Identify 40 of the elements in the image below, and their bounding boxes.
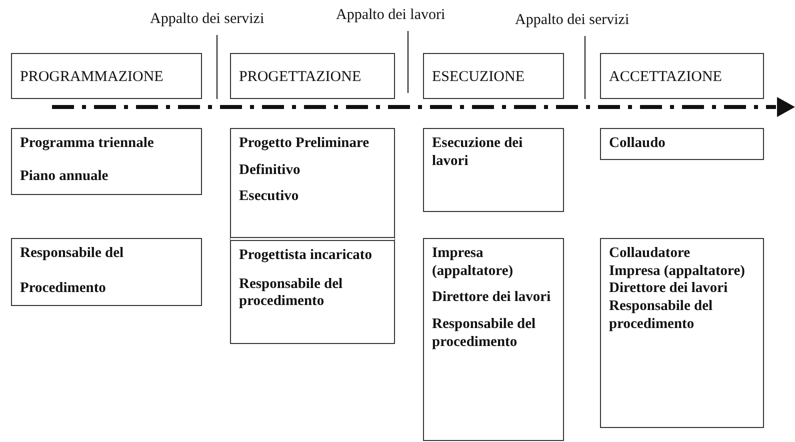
phase-title: ACCETTAZIONE xyxy=(609,68,723,86)
phase-box xyxy=(11,53,202,99)
entry-text: Progettista incaricato xyxy=(239,247,374,265)
entry-text: Collaudo xyxy=(609,135,666,153)
activity-box xyxy=(423,128,564,212)
entry-text: Responsabile del procedimento xyxy=(432,316,537,352)
role-box xyxy=(230,240,395,344)
phase-box xyxy=(600,53,764,99)
role-box xyxy=(423,238,564,441)
milestone-label: Appalto dei servizi xyxy=(515,11,630,29)
role-box xyxy=(600,238,764,428)
entry-text: Programma triennale xyxy=(20,135,155,153)
activity-box xyxy=(230,128,395,241)
phase-title: PROGETTAZIONE xyxy=(239,68,362,86)
entry-text: Responsabile del xyxy=(20,245,125,263)
entry-text: Esecutivo xyxy=(239,188,300,206)
leader-line xyxy=(216,35,218,99)
phase-box xyxy=(423,53,564,99)
activity-box xyxy=(11,128,202,195)
entry-text: Progetto Preliminare xyxy=(239,135,370,153)
entry-text: Responsabile del procedimento xyxy=(609,298,714,334)
entry-text: Impresa (appaltatore) xyxy=(432,245,514,280)
entry-text: Procedimento xyxy=(20,280,107,298)
role-box xyxy=(11,238,202,306)
entry-text: Direttore dei lavori xyxy=(609,280,729,298)
phase-title: PROGRAMMAZIONE xyxy=(20,68,164,86)
leader-line xyxy=(407,31,409,93)
entry-text: Collaudatore xyxy=(609,245,692,263)
leader-line xyxy=(584,36,586,99)
activity-box xyxy=(600,128,764,160)
entry-text: Direttore dei lavori xyxy=(432,289,552,308)
entry-text: Definitivo xyxy=(239,162,302,180)
entry-text: Esecuzione dei lavori xyxy=(432,135,524,170)
entry-text: Responsabile del procedimento xyxy=(239,276,344,312)
phase-box xyxy=(230,53,395,99)
entry-text: Impresa (appaltatore) xyxy=(609,262,746,280)
milestone-label: Appalto dei lavori xyxy=(336,6,446,24)
entry-text: Piano annuale xyxy=(20,168,110,186)
milestone-label: Appalto dei servizi xyxy=(150,10,266,28)
phase-title: ESECUZIONE xyxy=(432,68,526,86)
